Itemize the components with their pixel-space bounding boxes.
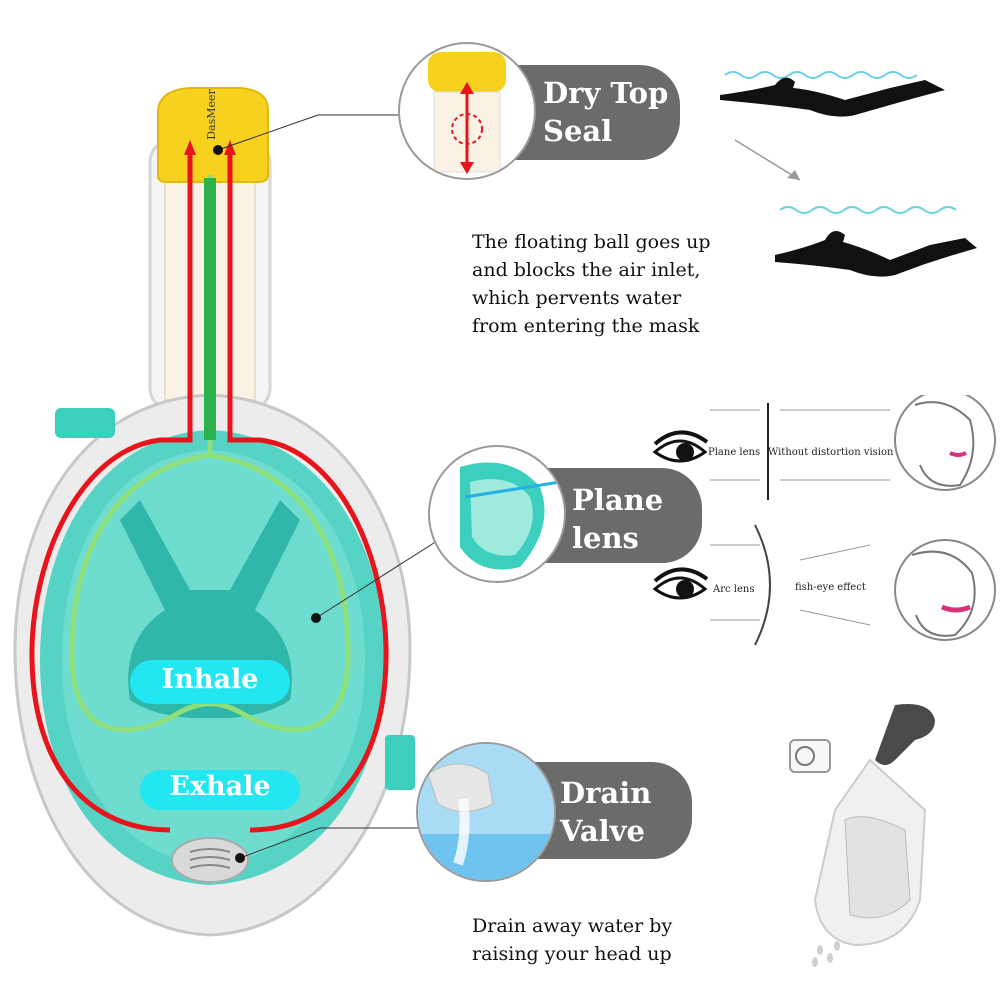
side-strap (385, 735, 415, 790)
drain-valve-caption: Drain away water by raising your head up (472, 912, 672, 968)
dry-top-caption-line: and blocks the air inlet, (472, 259, 701, 281)
dry-top-caption-line: from entering the mask (472, 315, 700, 337)
callout-line-drain (239, 827, 321, 859)
drain-valve-photo (416, 742, 556, 882)
exhale-label: Exhale (169, 771, 271, 802)
plane-lens-label-line2: lens (572, 521, 639, 555)
exhale-badge (140, 770, 300, 810)
plane-lens-result-label: Without distortion vision (768, 447, 894, 458)
dry-top-seal-title: Dry Top Seal (543, 74, 668, 150)
lens-diagram (652, 395, 996, 646)
water-line-top (724, 71, 918, 79)
drain-valve-label-line1: Drain (560, 776, 652, 810)
arc-lens-curve (754, 524, 771, 646)
swimmer-surface-icon (720, 77, 945, 117)
water-line-bottom (779, 206, 957, 214)
plane-lens-diagram-label: Plane lens (708, 447, 761, 458)
dry-top-caption-line: which pervents water (472, 287, 682, 309)
drain-valve-title: Drain Valve (560, 774, 651, 850)
drain-valve-caption-line: raising your head up (472, 943, 672, 965)
plane-lens-photo (428, 445, 566, 583)
drain-valve-label-line2: Valve (560, 814, 645, 848)
plane-lens-label-line1: Plane (572, 483, 664, 517)
airflow-red (29, 150, 389, 833)
drain-valve-caption-line: Drain away water by (472, 915, 673, 937)
swimmer-dive-icon (775, 231, 977, 277)
drain-grill (171, 837, 249, 883)
brand-logo: DasMeer (204, 89, 218, 140)
dry-top-label-line1: Dry Top (543, 76, 669, 110)
dry-top-label-line2: Seal (543, 114, 613, 148)
eye-icon (652, 567, 709, 600)
inhale-badge (130, 660, 290, 704)
dry-top-caption: The floating ball goes up and blocks the… (472, 228, 711, 340)
callout-line-top (217, 114, 319, 151)
swimmer-diagram (720, 71, 977, 277)
face-clear-icon (894, 395, 996, 491)
mask-side-view (789, 704, 935, 967)
face-distorted-icon (894, 539, 996, 641)
dry-top-seal-photo (398, 42, 536, 180)
inhale-label: Inhale (161, 664, 259, 695)
arc-lens-diagram-label: Arc lens (713, 584, 755, 595)
plane-lens-title: Plane lens (572, 481, 663, 557)
arc-lens-result-label: fish-eye effect (795, 582, 866, 593)
eye-icon (652, 430, 709, 463)
dry-top-caption-line: The floating ball goes up (472, 231, 711, 253)
yellow-cap (157, 87, 269, 183)
